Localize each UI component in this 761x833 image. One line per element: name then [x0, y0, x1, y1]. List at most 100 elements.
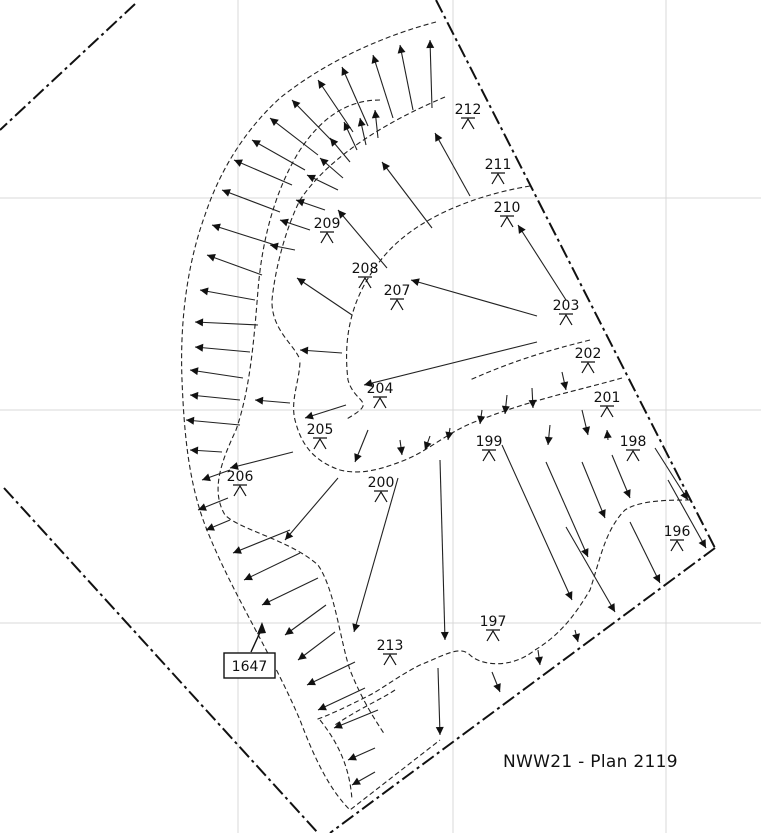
hachure-arrow-icon	[280, 218, 289, 227]
hachure-arrow-icon	[396, 446, 405, 455]
hachure-arrow-icon	[292, 100, 301, 109]
lot-marker-label: 201	[594, 390, 621, 406]
survey-marker-caret-icon	[313, 437, 327, 450]
hachure-arrow-icon	[582, 426, 591, 435]
hachure-arrow-icon	[202, 473, 211, 482]
callout-label: 1647	[232, 659, 268, 675]
lot-marker: 206	[227, 469, 254, 497]
lot-marker-label: 196	[664, 524, 691, 540]
hachure-arrow-icon	[371, 55, 380, 64]
hachure-arrow-icon	[518, 225, 526, 234]
east-boundary	[435, 0, 716, 549]
hachure-arrow-icon	[190, 446, 199, 455]
hachure-arrow-icon	[680, 491, 688, 500]
lot-marker: 212	[455, 102, 481, 130]
hachure-arrow-icon	[262, 597, 271, 606]
hachure-line	[429, 39, 433, 109]
hachure-line	[194, 321, 259, 326]
lower-boundary-line	[334, 689, 396, 726]
hachure-line	[199, 289, 256, 301]
hachure-arrow-icon	[501, 405, 510, 414]
hachure-line	[269, 117, 319, 156]
hachure-arrow-icon	[426, 40, 435, 49]
lot-marker-label: 209	[314, 216, 341, 232]
survey-marker-caret-icon	[600, 405, 614, 418]
hachure-arrow-icon	[190, 367, 199, 376]
lot-marker-label: 203	[553, 298, 580, 314]
lot-marker-label: 198	[620, 434, 647, 450]
lot-marker-label: 199	[476, 434, 503, 450]
survey-marker-caret-icon	[500, 215, 514, 228]
lot-marker-label: 202	[575, 346, 602, 362]
hachure-line	[439, 459, 446, 641]
survey-marker-caret-icon	[670, 539, 684, 552]
hachure-arrow-icon	[623, 489, 631, 498]
hachure-arrow-icon	[222, 189, 231, 197]
hachure-arrow-icon	[603, 430, 612, 439]
survey-marker-caret-icon	[559, 313, 573, 326]
hachure-line	[337, 209, 388, 269]
survey-marker-caret-icon	[581, 361, 595, 374]
outer-dashed-contour	[181, 21, 441, 811]
hachure-line	[243, 552, 301, 581]
survey-marker-caret-icon	[390, 298, 404, 311]
contour-lines	[181, 21, 691, 811]
lot-marker-label: 208	[352, 261, 379, 277]
hachure-arrow-icon	[493, 683, 501, 692]
hachure-arrow-icon	[581, 548, 589, 557]
hachure-arrow-icon	[528, 399, 537, 408]
hachure-arrow-icon	[320, 158, 329, 167]
lot-marker-label: 197	[480, 614, 507, 630]
hachure-line	[341, 66, 369, 127]
survey-marker-caret-icon	[233, 484, 247, 497]
survey-marker-caret-icon	[482, 449, 496, 462]
hachure-line	[363, 341, 538, 386]
north-west-boundary	[0, 3, 136, 131]
south-west-boundary	[3, 487, 319, 833]
hachure-line	[545, 461, 589, 558]
lot-marker: 198	[620, 434, 647, 462]
lot-marker: 204	[367, 381, 393, 409]
lot-marker-label: 206	[227, 469, 254, 485]
hachure-arrow-icon	[318, 80, 326, 89]
callout-arrowhead	[257, 622, 266, 634]
hachure-arrow-icon	[352, 623, 361, 632]
hachure-line	[185, 419, 241, 426]
hachure-line	[189, 394, 241, 401]
plan-title: NWW21 - Plan 2119	[503, 752, 678, 772]
hachure-arrow-icon	[348, 753, 357, 761]
hachure-arrow-icon	[607, 603, 615, 612]
northern-lot-line	[271, 96, 446, 361]
hachure-arrow-icon	[298, 651, 307, 660]
lot-marker: 196	[664, 524, 691, 552]
lot-marker-label: 207	[384, 283, 411, 299]
lot-marker: 208	[352, 261, 379, 289]
lot-marker: 200	[368, 475, 394, 503]
hachure-arrow-icon	[230, 462, 239, 470]
hachure-arrow-icon	[334, 721, 343, 729]
slope-hachures	[185, 39, 707, 786]
hachure-arrow-icon	[397, 45, 406, 54]
hachure-line	[434, 132, 471, 197]
inner-dashed-contour	[217, 99, 386, 736]
hachure-arrow-icon	[207, 253, 216, 262]
hachure-line	[306, 661, 356, 686]
hachure-arrow-icon	[652, 574, 661, 583]
survey-marker-caret-icon	[383, 653, 397, 666]
hachure-arrow-icon	[352, 777, 361, 785]
hachure-arrow-icon	[195, 343, 204, 352]
lot-marker: 209	[314, 216, 341, 244]
hachure-line	[251, 139, 306, 171]
hachure-line	[565, 526, 616, 613]
hachure-arrow-icon	[206, 523, 215, 531]
survey-marker-caret-icon	[486, 629, 500, 642]
survey-marker-caret-icon	[320, 231, 334, 244]
hachure-arrow-icon	[357, 118, 366, 127]
hachure-line	[211, 224, 276, 246]
road-edge-line	[469, 339, 591, 381]
callout-1647: 1647	[223, 622, 276, 679]
hachure-line	[667, 479, 707, 549]
hachure-line	[399, 44, 414, 111]
hachure-arrow-icon	[341, 67, 349, 76]
